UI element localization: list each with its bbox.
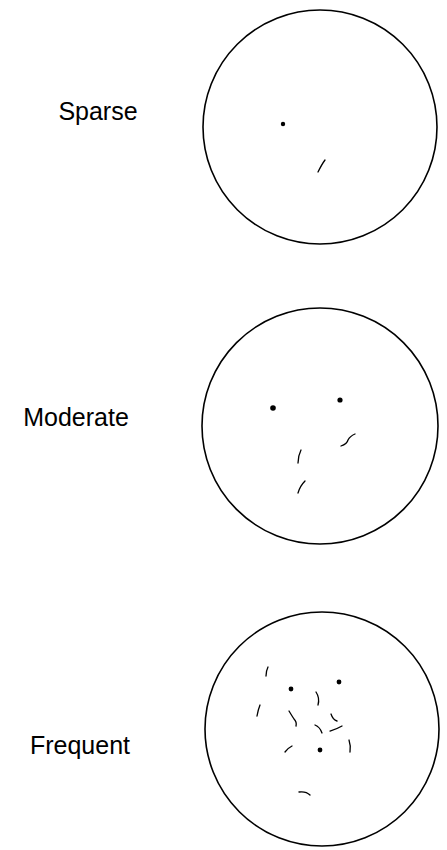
density-label: Sparse xyxy=(58,96,137,126)
field-circle xyxy=(205,612,439,846)
field-circle xyxy=(202,308,438,544)
dots xyxy=(270,122,342,753)
density-label: Frequent xyxy=(30,730,130,760)
field-circle xyxy=(203,10,437,244)
density-label: Moderate xyxy=(23,402,129,432)
fibre-strokes xyxy=(257,160,355,795)
